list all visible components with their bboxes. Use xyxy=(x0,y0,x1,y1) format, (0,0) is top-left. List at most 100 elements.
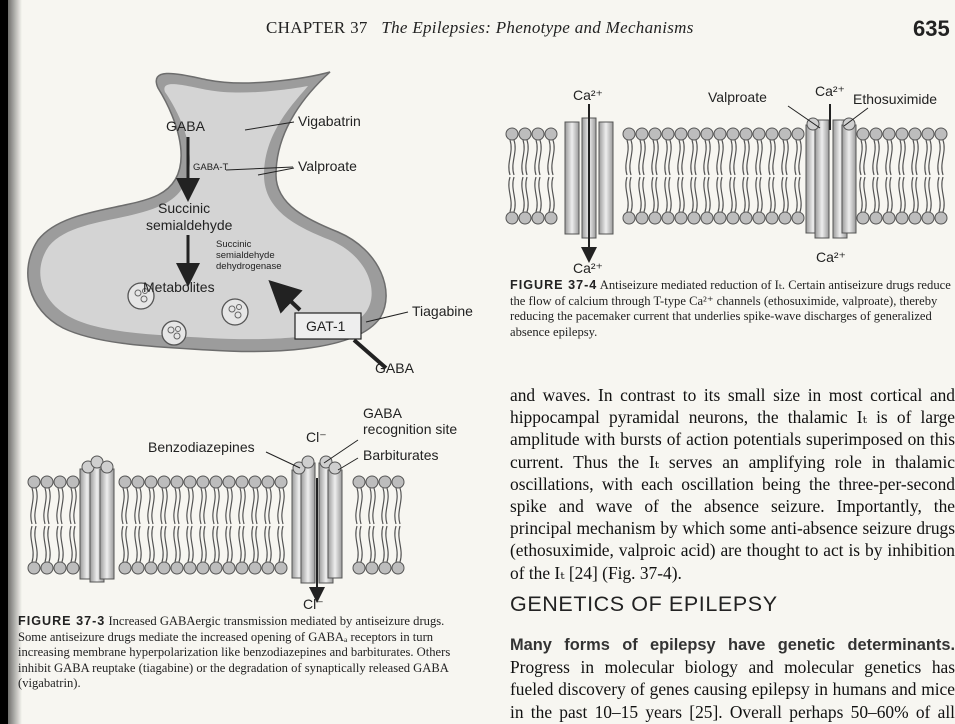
lipid-head xyxy=(392,476,404,488)
lipid-head xyxy=(870,212,882,224)
vesicle xyxy=(222,299,248,325)
lipid-head xyxy=(623,128,635,140)
lipid-tail xyxy=(226,526,228,562)
lipid-tail xyxy=(925,177,927,212)
calcium-bottom-right-label: Ca²⁺ xyxy=(816,249,846,265)
lipid-head xyxy=(54,562,66,574)
lipid-tail xyxy=(795,177,797,212)
lipid-head xyxy=(662,128,674,140)
lipid-head xyxy=(766,212,778,224)
lipid-tail xyxy=(665,177,667,212)
calcium-top-left-label: Ca²⁺ xyxy=(573,87,603,103)
lipid-tail xyxy=(773,140,775,175)
lipid-tail xyxy=(135,488,137,524)
lipid-tail xyxy=(509,140,511,175)
lipid-head xyxy=(353,562,365,574)
lipid-tail xyxy=(535,177,537,212)
genetics-body: Progress in molecular biology and molecu… xyxy=(510,657,955,724)
calcium-bottom-left-label: Ca²⁺ xyxy=(573,260,603,276)
lipid-tail xyxy=(769,177,771,212)
lipid-head xyxy=(145,476,157,488)
lipid-tail xyxy=(942,140,944,175)
lipid-tail xyxy=(139,488,141,524)
gaba-label: GABA xyxy=(166,118,206,134)
lipid-tail xyxy=(174,526,176,562)
lipid-tail xyxy=(122,488,124,524)
lipid-tail xyxy=(48,526,50,562)
lipid-tail xyxy=(373,488,375,524)
lipid-tail xyxy=(539,177,541,212)
lipid-head xyxy=(922,212,934,224)
lipid-head xyxy=(366,562,378,574)
lipid-tail xyxy=(691,177,693,212)
succinic-label-line2: semialdehyde xyxy=(146,217,233,233)
lipid-tail xyxy=(395,488,397,524)
lipid-tail xyxy=(782,140,784,175)
lipid-tail xyxy=(135,526,137,562)
lipid-tail xyxy=(230,488,232,524)
ethosuximide-leader xyxy=(844,108,868,126)
gat1-label: GAT-1 xyxy=(306,318,346,334)
lipid-tail xyxy=(938,177,940,212)
lipid-tail xyxy=(360,488,362,524)
lipid-tail xyxy=(200,526,202,562)
lipid-tail xyxy=(539,140,541,175)
lipid-tail xyxy=(682,177,684,212)
lipid-tail xyxy=(799,140,801,175)
lipid-tail xyxy=(773,177,775,212)
lipid-head xyxy=(792,212,804,224)
ssd-label-line3: dehydrogenase xyxy=(216,261,282,272)
lipid-tail xyxy=(695,177,697,212)
genetics-lead: Many forms of epilepsy have genetic dete… xyxy=(510,636,955,654)
lipid-tail xyxy=(526,177,528,212)
lipid-tail xyxy=(61,488,63,524)
lipid-tail xyxy=(399,488,401,524)
lipid-head xyxy=(753,128,765,140)
lipid-tail xyxy=(239,488,241,524)
lipid-head xyxy=(132,562,144,574)
lipid-head xyxy=(688,212,700,224)
t-type-calcium-diagram: Ca²⁺ Valproate Ca²⁺ Ethosuximide Ca²⁺ Ca… xyxy=(506,83,947,276)
lipid-head xyxy=(779,128,791,140)
lipid-head xyxy=(532,128,544,140)
lipid-tail xyxy=(552,140,554,175)
lipid-tail xyxy=(165,488,167,524)
lipid-tail xyxy=(899,140,901,175)
body-paragraph: and waves. In contrast to its small size… xyxy=(510,384,955,584)
vigabatrin-label: Vigabatrin xyxy=(298,113,361,129)
lipid-tail xyxy=(230,526,232,562)
lipid-head xyxy=(197,476,209,488)
lipid-head xyxy=(701,128,713,140)
lipid-tail xyxy=(265,488,267,524)
lipid-tail xyxy=(734,140,736,175)
lipid-head xyxy=(262,476,274,488)
lipid-tail xyxy=(708,140,710,175)
lipid-head xyxy=(675,212,687,224)
lipid-head xyxy=(379,562,391,574)
lipid-tail xyxy=(656,140,658,175)
lipid-tail xyxy=(395,526,397,562)
lipid-tail xyxy=(148,526,150,562)
lipid-tail xyxy=(526,140,528,175)
lipid-tail xyxy=(886,177,888,212)
lipid-head xyxy=(353,476,365,488)
lipid-tail xyxy=(178,526,180,562)
lipid-tail xyxy=(786,140,788,175)
lipid-head xyxy=(870,128,882,140)
lipid-head xyxy=(519,212,531,224)
gaba-t-label: GABA-T xyxy=(193,162,229,173)
lipid-head xyxy=(649,212,661,224)
ethosuximide-label: Ethosuximide xyxy=(853,91,937,107)
lipid-head xyxy=(392,562,404,574)
lipid-tail xyxy=(548,140,550,175)
lipid-head xyxy=(28,562,40,574)
lipid-tail xyxy=(630,177,632,212)
figure-37-4-label: FIGURE 37-4 xyxy=(510,278,597,292)
figure-37-3-label: FIGURE 37-3 xyxy=(18,614,105,628)
lipid-tail xyxy=(152,526,154,562)
lipid-tail xyxy=(929,177,931,212)
lipid-tail xyxy=(44,526,46,562)
lipid-head xyxy=(184,562,196,574)
lipid-tail xyxy=(747,140,749,175)
benzodiazepine-leader xyxy=(266,452,300,468)
